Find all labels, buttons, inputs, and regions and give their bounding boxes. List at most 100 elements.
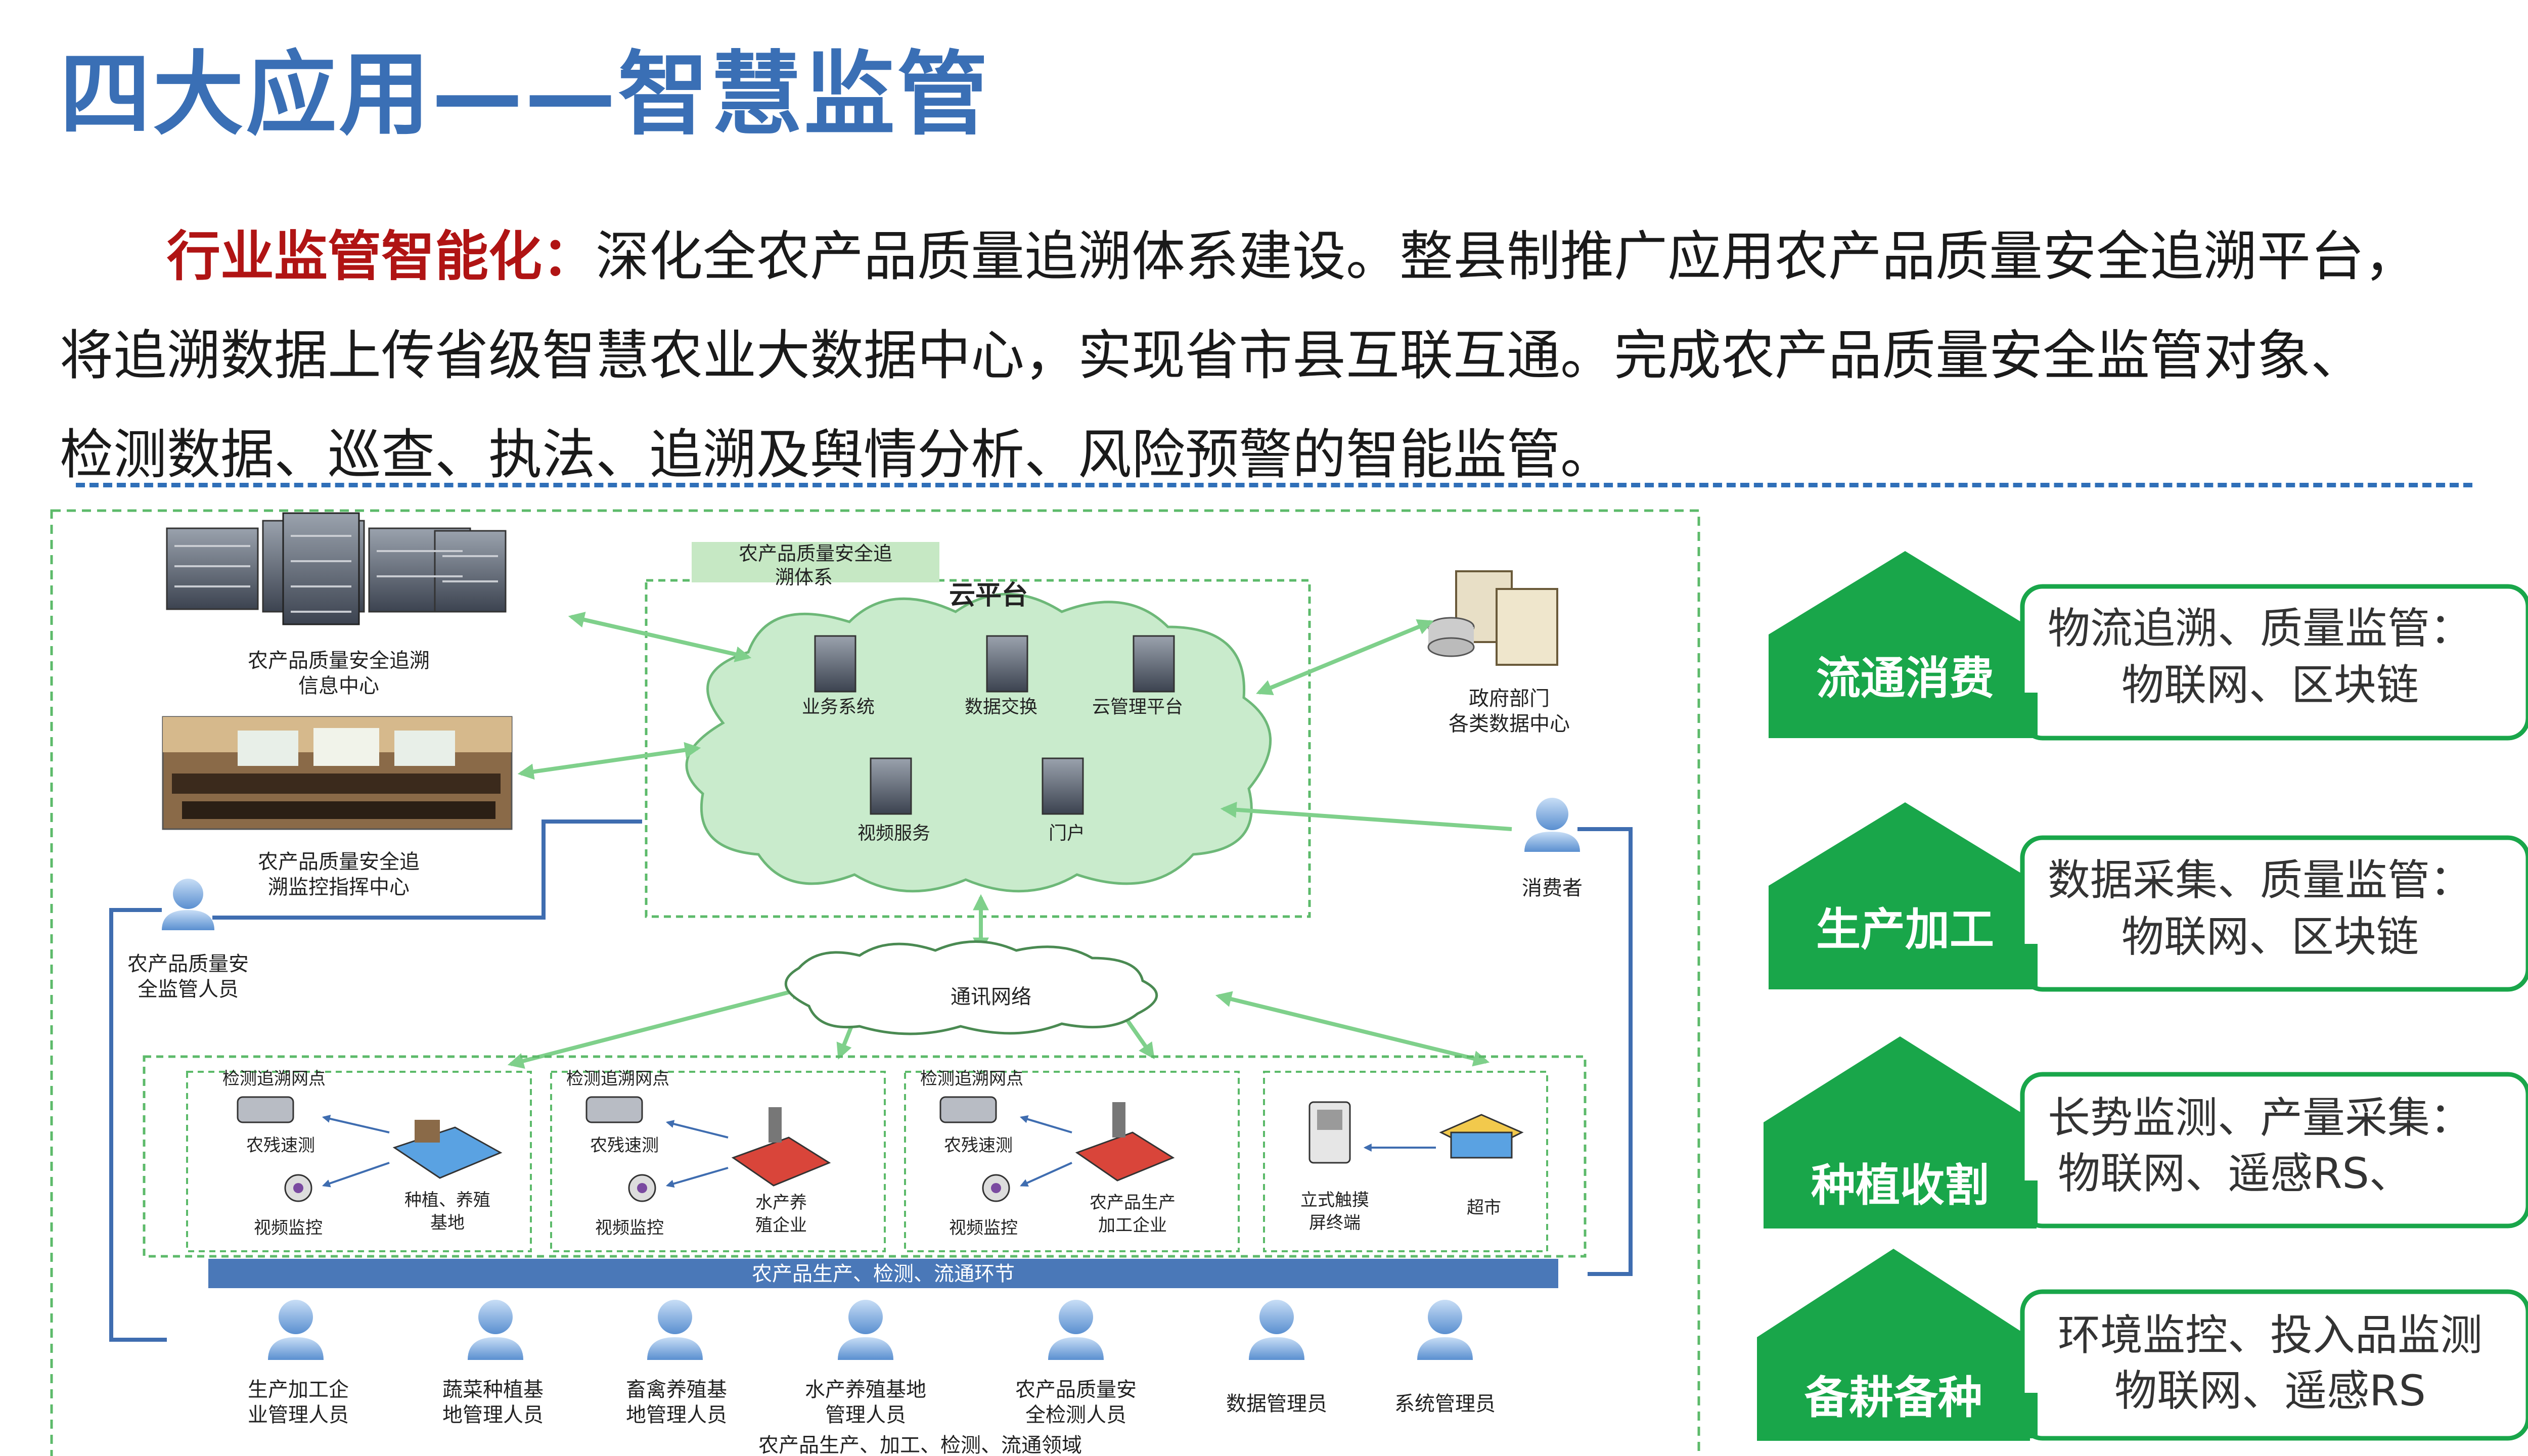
info-center-label-1: 农产品质量安全追溯 — [248, 649, 430, 672]
app-desc-1: 长势监测、产量采集： — [2048, 1093, 2472, 1143]
person-icon — [468, 1300, 523, 1360]
paragraph-line-2: 将追溯数据上传省级智慧农业大数据中心，实现省市县互联互通。完成农产品质量安全监管… — [60, 325, 2364, 387]
station-1-base-label-2: 基地 — [430, 1213, 465, 1233]
cloud-node-exchange: 数据交换 — [965, 697, 1037, 717]
app-desc-1: 物流追溯、质量监管： — [2048, 604, 2472, 653]
app-desc-1: 环境监控、投入品监测 — [2058, 1310, 2482, 1360]
person-1-label-2: 业管理人员 — [248, 1403, 349, 1427]
info-center-label-2: 信息中心 — [298, 674, 379, 698]
person-4-label-1: 水产养殖基地 — [805, 1378, 926, 1401]
test-device-icon — [237, 1096, 294, 1123]
station-2-frame — [550, 1071, 886, 1252]
cloud-node-video: 视频服务 — [857, 823, 930, 844]
person-icon — [647, 1300, 703, 1360]
consumer-label: 消费者 — [1522, 877, 1583, 900]
station-3-enterprise-label-1: 农产品生产 — [1090, 1193, 1176, 1213]
cloud-platform-frame — [645, 579, 1311, 918]
app-tag: 种植收割 — [1811, 1159, 1989, 1211]
app-card-sowing: 备耕备种 环境监控、投入品监测 物联网、遥感RS — [1757, 1249, 2528, 1441]
station-1-video-label: 视频监控 — [254, 1218, 323, 1238]
server-rack-icon — [166, 512, 507, 625]
factory-icon — [1075, 1102, 1175, 1181]
intro-paragraph: 行业监管智能化：深化全农产品质量追溯体系建设。整县制推广应用农产品质量安全追溯平… — [60, 207, 2487, 505]
cloud-platform-title: 云平台 — [949, 580, 1028, 611]
page-title: 四大应用——智慧监管 — [60, 42, 990, 148]
person-5-label-1: 农产品质量安 — [1015, 1378, 1137, 1401]
cloud-node-portal: 门户 — [1049, 823, 1085, 844]
server-icon-video — [870, 757, 912, 815]
person-2-label-1: 蔬菜种植基 — [442, 1378, 544, 1401]
station-3-enterprise-label-2: 加工企业 — [1098, 1215, 1167, 1236]
camera-icon — [628, 1174, 656, 1202]
app-tag: 备耕备种 — [1804, 1372, 1982, 1424]
system-tag-bg — [692, 542, 939, 582]
server-icon-business — [814, 635, 856, 693]
server-icon-portal — [1042, 757, 1084, 815]
cloud-node-management: 云管理平台 — [1092, 697, 1183, 717]
app-card-circulation: 流通消费 物流追溯、质量监管： 物联网、区块链 — [1769, 551, 2528, 741]
process-bar — [208, 1259, 1558, 1288]
station-4-frame — [1263, 1071, 1548, 1252]
station-1-title: 检测追溯网点 — [222, 1069, 326, 1089]
person-2-label-2: 地管理人员 — [442, 1403, 544, 1427]
station-3-video-label: 视频监控 — [949, 1218, 1018, 1238]
paragraph-line-3: 检测数据、巡查、执法、追溯及舆情分析、风险预警的智能监管。 — [60, 424, 1614, 486]
system-tag-label-1: 农产品质量安全追 — [739, 542, 892, 565]
person-6-label: 数据管理员 — [1226, 1392, 1327, 1416]
network-label: 通讯网络 — [951, 985, 1031, 1009]
person-icon — [1417, 1300, 1473, 1360]
station-2-enterprise-label-2: 殖企业 — [755, 1215, 807, 1236]
station-2-enterprise-label-1: 水产养 — [755, 1193, 807, 1213]
person-7-label: 系统管理员 — [1394, 1392, 1496, 1416]
people-row — [268, 1300, 1473, 1360]
supervisor-person-icon — [162, 879, 214, 930]
person-icon — [1249, 1300, 1304, 1360]
consumer-person-icon — [1524, 798, 1580, 852]
network-cloud-shape — [784, 940, 1158, 1035]
person-5-label-2: 全检测人员 — [1025, 1403, 1126, 1427]
cloud-platform-shape — [685, 593, 1272, 893]
command-center-photo — [162, 716, 513, 830]
station-3-test-label: 农残速测 — [944, 1135, 1013, 1156]
stations-frame — [143, 1055, 1587, 1258]
app-desc-2: 物联网、区块链 — [2121, 660, 2419, 710]
person-icon — [838, 1300, 893, 1360]
app-desc-2: 物联网、遥感RS — [2114, 1366, 2426, 1416]
server-icon-management — [1133, 635, 1175, 693]
station-3-title: 检测追溯网点 — [920, 1069, 1023, 1089]
test-device-icon — [585, 1096, 643, 1123]
camera-icon — [982, 1174, 1010, 1202]
app-tag: 生产加工 — [1816, 903, 1994, 956]
app-desc-2: 物联网、区块链 — [2121, 912, 2419, 962]
person-4-label-2: 管理人员 — [825, 1403, 906, 1427]
house-badge — [1757, 1249, 2030, 1441]
command-center-label-1: 农产品质量安全追 — [258, 850, 420, 874]
station-1-base-label-1: 种植、养殖 — [404, 1190, 490, 1210]
app-card-harvest: 种植收割 长势监测、产量采集： 物联网、遥感RS、 — [1764, 1036, 2528, 1228]
station-2-test-label: 农残速测 — [590, 1135, 659, 1156]
paragraph-line-1: 行业监管智能化：深化全农产品质量追溯体系建设。整县制推广应用农产品质量安全追溯平… — [167, 225, 2418, 288]
station-1-frame — [186, 1071, 532, 1252]
bottom-domain-label: 农产品生产、加工、检测、流通领域 — [758, 1434, 1082, 1456]
station-3-frame — [904, 1071, 1240, 1252]
person-icon — [1048, 1300, 1104, 1360]
test-device-icon — [939, 1096, 997, 1123]
kiosk-terminal-icon — [1308, 1101, 1351, 1164]
section-divider — [76, 483, 2472, 487]
person-3-label-2: 地管理人员 — [626, 1403, 727, 1427]
diagram-frame — [50, 509, 1700, 1456]
server-icon-exchange — [986, 635, 1028, 693]
factory-icon — [731, 1107, 831, 1187]
app-card-processing: 生产加工 数据采集、质量监管： 物联网、区块链 — [1769, 802, 2528, 992]
house-badge — [1769, 551, 2042, 738]
person-icon — [268, 1300, 324, 1360]
gov-center-label-1: 政府部门 — [1469, 687, 1550, 710]
database-server-icon — [1427, 570, 1558, 666]
cloud-node-business: 业务系统 — [802, 697, 875, 717]
command-center-label-2: 溯监控指挥中心 — [268, 876, 410, 899]
station-4-kiosk-label-2: 屏终端 — [1309, 1213, 1361, 1233]
house-badge — [1764, 1036, 2037, 1228]
camera-icon — [284, 1174, 312, 1202]
process-bar-label: 农产品生产、检测、流通环节 — [752, 1262, 1015, 1286]
